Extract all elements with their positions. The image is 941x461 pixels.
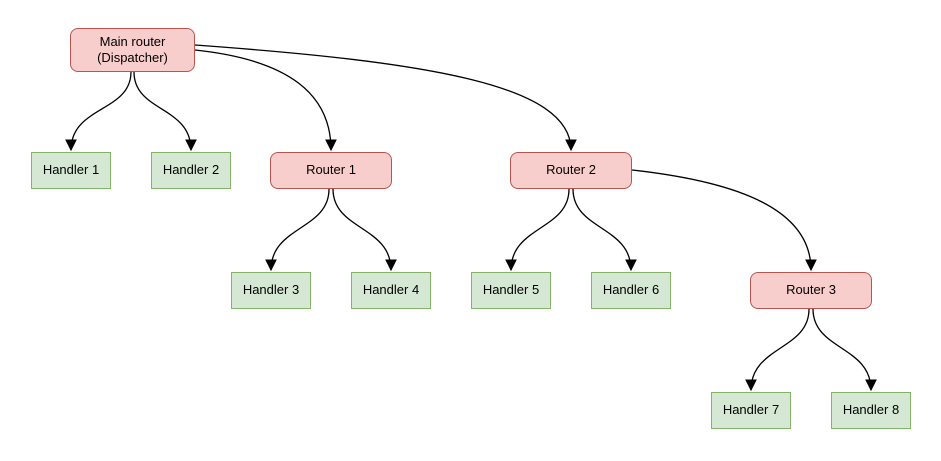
edge-router-1-to-handler-4 (332, 188, 397, 272)
edge-main-router-to-handler-2 (133, 71, 197, 152)
node-handler-5[interactable]: Handler 5 (471, 272, 551, 309)
node-router-3[interactable]: Router 3 (750, 272, 872, 309)
node-router-2[interactable]: Router 2 (510, 152, 632, 189)
node-handler-6[interactable]: Handler 6 (591, 272, 671, 309)
node-handler-3-label: Handler 3 (242, 282, 300, 298)
node-handler-4-label: Handler 4 (362, 282, 420, 298)
node-handler-3[interactable]: Handler 3 (231, 272, 311, 309)
node-handler-7[interactable]: Handler 7 (711, 392, 791, 429)
node-handler-1-label: Handler 1 (42, 162, 100, 178)
edge-router-2-to-handler-6 (572, 188, 637, 272)
edge-router-2-to-router-3 (631, 169, 817, 272)
edge-router-3-to-handler-8 (812, 308, 877, 392)
node-router-1-label: Router 1 (306, 162, 356, 178)
node-handler-8-label: Handler 8 (842, 402, 900, 418)
edge-main-router-to-handler-1 (65, 71, 132, 152)
node-handler-2[interactable]: Handler 2 (151, 152, 231, 189)
node-handler-4[interactable]: Handler 4 (351, 272, 431, 309)
node-handler-7-label: Handler 7 (722, 402, 780, 418)
node-main-router-label: Main router (Dispatcher) (97, 33, 168, 65)
node-router-3-label: Router 3 (786, 282, 836, 298)
edge-router-1-to-handler-3 (265, 188, 330, 272)
node-handler-1[interactable]: Handler 1 (31, 152, 111, 189)
node-handler-8[interactable]: Handler 8 (831, 392, 911, 429)
edge-main-router-to-router-2 (194, 44, 577, 152)
node-router-1[interactable]: Router 1 (270, 152, 392, 189)
node-handler-6-label: Handler 6 (602, 282, 660, 298)
node-handler-2-label: Handler 2 (162, 162, 220, 178)
edge-router-3-to-handler-7 (745, 308, 810, 392)
edge-main-router-to-router-1 (194, 49, 337, 152)
node-router-2-label: Router 2 (546, 162, 596, 178)
node-handler-5-label: Handler 5 (482, 282, 540, 298)
node-main-router[interactable]: Main router (Dispatcher) (70, 28, 195, 72)
edge-router-2-to-handler-5 (505, 188, 570, 272)
